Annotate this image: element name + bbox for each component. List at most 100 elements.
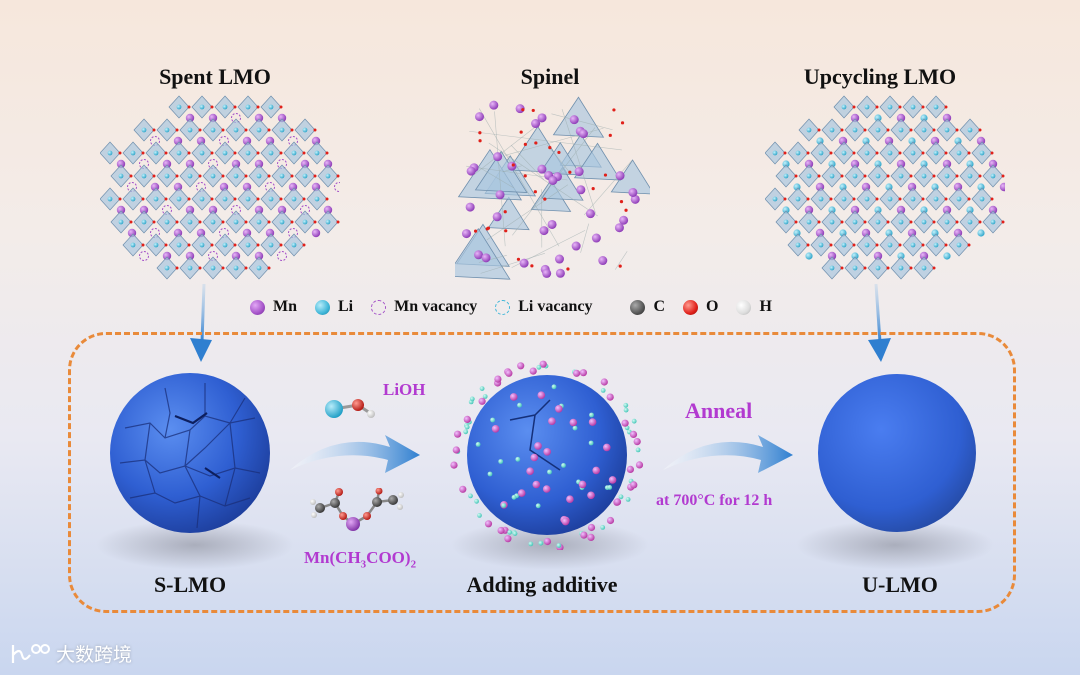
o-atom <box>313 220 317 224</box>
li-atom <box>852 265 858 271</box>
mn-particle <box>459 485 467 493</box>
mn-atom <box>481 253 491 263</box>
o-atom <box>967 243 971 247</box>
li-atom <box>806 173 812 179</box>
o-atom <box>955 128 959 132</box>
o-atom <box>198 220 202 224</box>
mn-atom <box>999 182 1005 192</box>
o-atom <box>141 197 145 201</box>
bond <box>488 142 598 217</box>
tetrahedron <box>487 196 530 231</box>
li-particle <box>572 425 578 431</box>
li-atom <box>851 252 859 260</box>
li-atom <box>921 219 927 225</box>
mn-atom <box>942 205 952 215</box>
li-atom <box>897 252 905 260</box>
legend-o-label: O <box>706 298 719 315</box>
tetrahedron <box>552 96 605 138</box>
mn-atom <box>185 251 195 261</box>
li-atom <box>233 173 239 179</box>
o-atom <box>244 266 248 270</box>
upcycling-lmo-lattice <box>765 95 1005 280</box>
li-particle <box>477 513 482 518</box>
li-atom <box>921 127 927 133</box>
mn-vacancy <box>288 228 298 238</box>
o-atom <box>944 243 948 247</box>
o-atom <box>794 174 798 178</box>
o-atom <box>944 105 948 109</box>
mn-atom <box>537 113 547 123</box>
li-atom <box>795 242 801 248</box>
o-atom <box>863 174 867 178</box>
li-particle <box>625 497 631 502</box>
mn-atom <box>254 251 264 261</box>
mn-atom <box>531 119 541 129</box>
mn-vacancy <box>208 251 218 261</box>
watermark: 大数跨境 <box>10 640 132 667</box>
li-atom <box>314 150 320 156</box>
li-atom <box>795 150 801 156</box>
o-atom <box>210 105 214 109</box>
mn-atom <box>311 228 321 238</box>
mn-atom <box>615 171 625 181</box>
mn-particle <box>588 418 597 426</box>
h-dot-icon <box>736 299 752 315</box>
li-atom <box>268 242 274 248</box>
li-atom <box>875 173 881 179</box>
o-atom <box>990 151 994 155</box>
li-atom <box>898 173 904 179</box>
mn-atom <box>630 194 640 204</box>
li-particle <box>474 498 479 504</box>
o-atom <box>118 197 122 201</box>
li-atom <box>818 150 824 156</box>
mn-particle <box>509 393 518 401</box>
stage-u-lmo: U-LMO <box>862 572 938 597</box>
li-atom <box>979 196 985 202</box>
mn-particle <box>526 467 534 475</box>
o-atom <box>1001 220 1005 224</box>
li-particle <box>600 388 606 393</box>
o-atom <box>978 174 982 178</box>
reagent-mn-acetate-sub2: 2 <box>410 558 417 571</box>
li-atom <box>921 173 927 179</box>
arrow-anneal <box>663 435 793 473</box>
o-atom <box>210 243 214 247</box>
o-atom <box>516 257 521 261</box>
o-atom <box>523 174 527 178</box>
o-atom <box>967 151 971 155</box>
o-atom <box>852 197 856 201</box>
c-dot-icon <box>630 299 646 315</box>
li-atom <box>268 150 274 156</box>
mn-particle <box>566 495 574 503</box>
o-atom <box>221 128 225 132</box>
o-atom <box>302 243 306 247</box>
li-atom <box>841 150 847 156</box>
mn-vacancy-icon <box>371 299 387 315</box>
mn-vacancy <box>277 251 287 261</box>
mn-atom <box>827 251 837 261</box>
li-atom <box>199 150 205 156</box>
o-atom <box>618 264 622 268</box>
title-spinel: Spinel <box>520 64 580 89</box>
o-atom <box>898 105 902 109</box>
mn-atom <box>208 205 218 215</box>
o-atom <box>164 151 168 155</box>
o-atom <box>474 229 478 233</box>
mn-atom <box>231 159 241 169</box>
li-atom <box>130 196 136 202</box>
li-particle <box>623 407 629 413</box>
li-particle <box>618 494 624 500</box>
mn-atom <box>873 251 883 261</box>
li-atom <box>841 104 847 110</box>
li-atom <box>245 104 251 110</box>
o-dot-icon <box>683 299 699 315</box>
li-particle <box>635 447 641 453</box>
li-atom <box>256 219 262 225</box>
legend-h-label: H <box>759 298 772 315</box>
legend-li-vacancy-label: Li vacancy <box>518 298 593 315</box>
li-atom <box>107 150 113 156</box>
bond <box>510 145 545 180</box>
mn-particle <box>606 393 614 401</box>
li-particle <box>623 402 629 408</box>
o-atom <box>909 174 913 178</box>
